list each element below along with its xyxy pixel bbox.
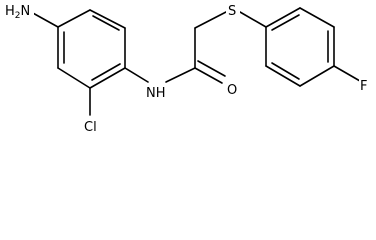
ring-bond-bottom-right <box>89 67 126 89</box>
thioether-sulfur-label: S <box>228 4 236 19</box>
amine-label: H2N <box>5 4 30 21</box>
carbonyl-double-bond-outer <box>194 67 223 84</box>
ring-to-amide-nitrogen-bond <box>124 67 149 83</box>
fluorophenyl-ring-bond-lower-left <box>265 65 301 87</box>
carbonyl-double-bond-inner <box>197 60 226 77</box>
fluorophenyl-ring-bond-top-inner <box>271 14 300 31</box>
fluoro-bond <box>333 65 361 82</box>
carbonyl-oxygen-label-background <box>225 80 239 98</box>
methylene-to-sulfur-bond <box>194 11 227 29</box>
fluoro-label-background <box>359 76 372 94</box>
ring-bond-top-right <box>89 9 126 29</box>
fluorophenyl-ring-bond-upper-right <box>299 7 335 28</box>
sulfur-label-background <box>226 1 240 19</box>
amide-nitrogen-label-background <box>145 83 168 101</box>
fluorophenyl-ring-bond-lower-right <box>299 65 335 87</box>
ring-bond-bottom-right-inner <box>91 63 121 81</box>
chloro-label-background <box>82 117 102 135</box>
amine-label-suffix: N <box>21 4 31 19</box>
amine-label-background <box>2 1 34 19</box>
ring-bond-top-right-inner <box>92 15 120 31</box>
fluorophenyl-ring-bond-lower-left-inner <box>271 62 300 80</box>
ring-bond-top-left <box>57 9 91 28</box>
amine-label-prefix: H <box>5 4 15 19</box>
aniline-ring <box>57 9 126 89</box>
fluorophenyl-ring-bond-top <box>265 7 301 28</box>
ring-bond-bottom-left <box>57 67 91 89</box>
chemical-structure-diagram: H2N Cl NH O S F <box>2 1 372 135</box>
fluorophenyl-ring <box>265 7 335 87</box>
amine-bond <box>30 11 59 28</box>
amine-label-subscript: 2 <box>15 11 21 21</box>
amide-nitrogen-to-carbonyl-bond <box>165 67 196 83</box>
fluoro-label: F <box>360 79 367 94</box>
sulfur-to-phenyl-bond <box>239 11 267 28</box>
carbonyl-oxygen-label: O <box>227 83 237 98</box>
amide-nitrogen-label: NH <box>146 86 166 101</box>
chloro-label: Cl <box>84 120 97 135</box>
